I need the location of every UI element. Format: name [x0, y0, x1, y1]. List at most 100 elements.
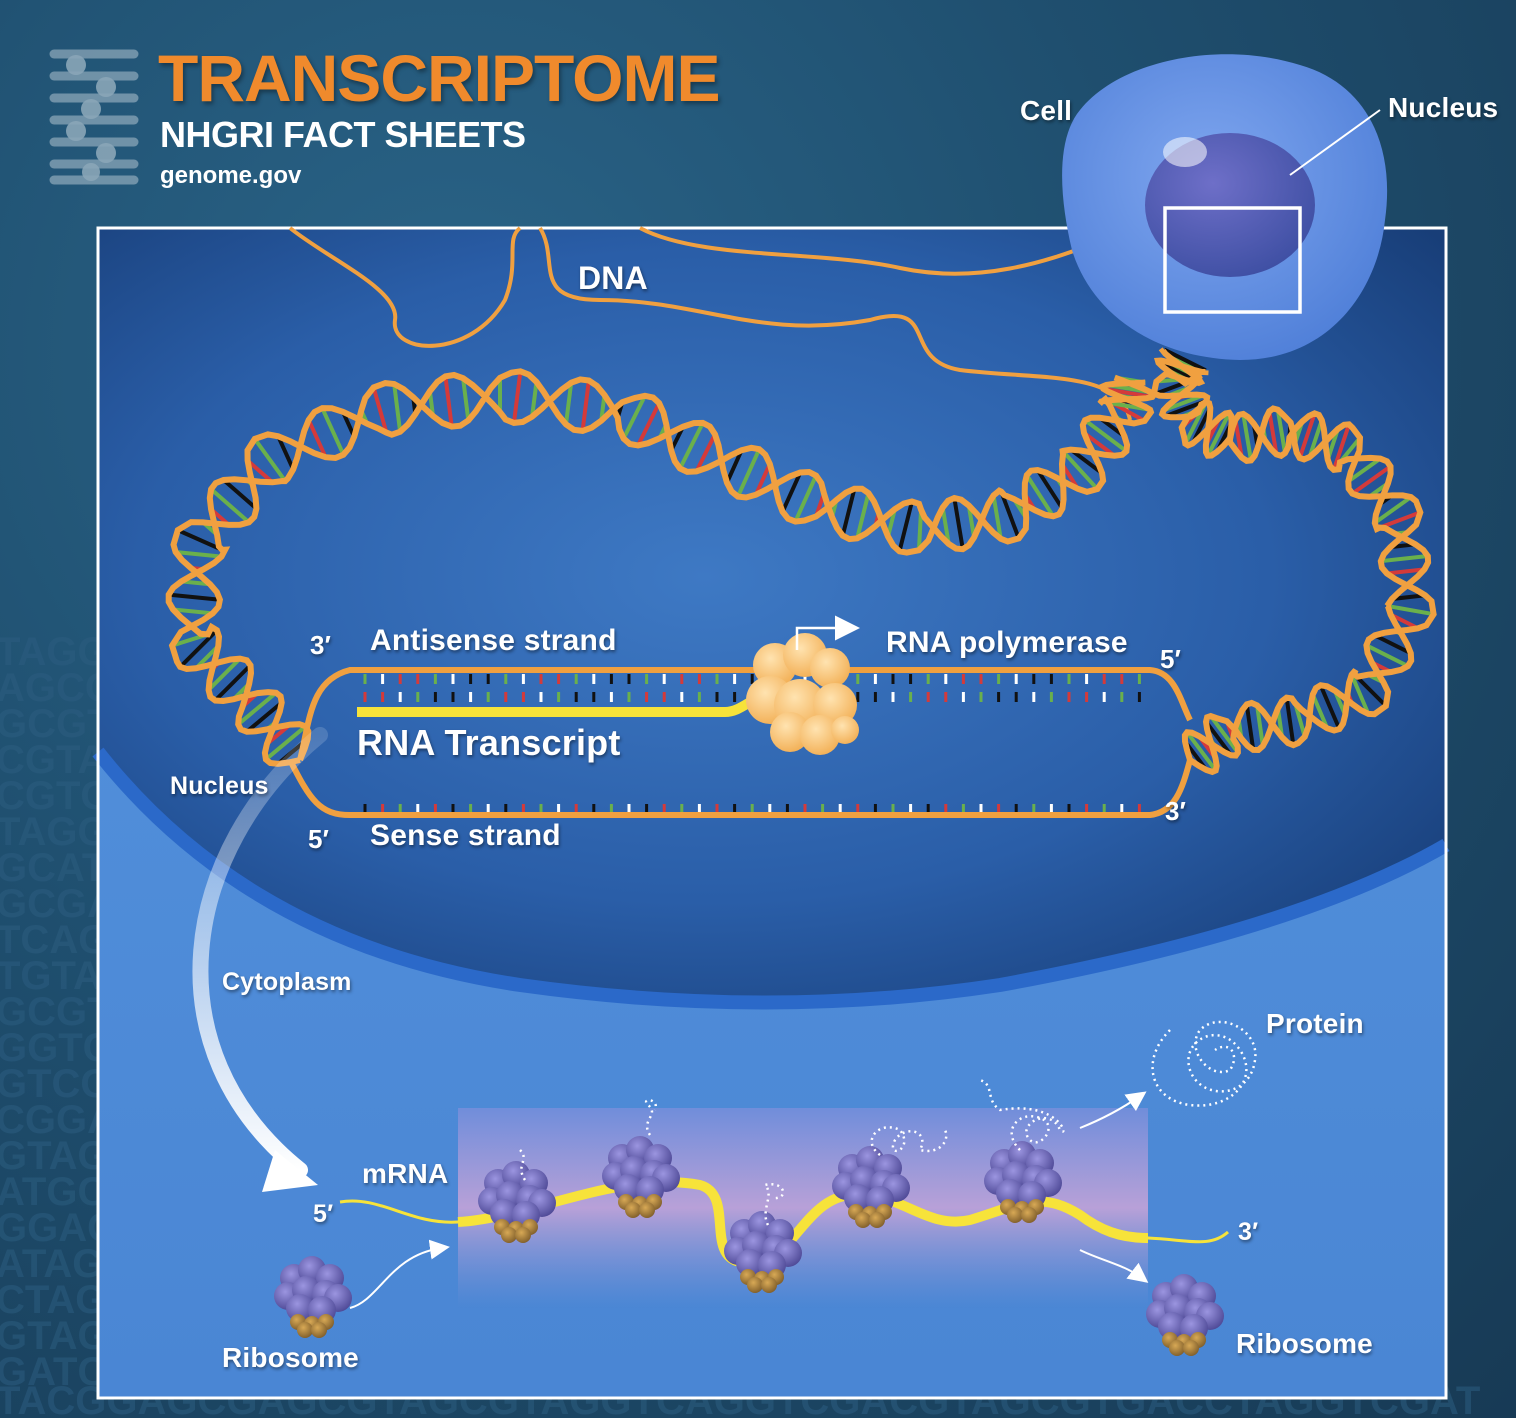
- base-pair: [1275, 409, 1288, 454]
- base-pair: [176, 528, 224, 552]
- base-pair: [991, 495, 1003, 540]
- ribosome: [1146, 1274, 1224, 1356]
- label-antisense-5: 5′: [1160, 644, 1182, 674]
- sense-bases: [363, 804, 1141, 812]
- base-pair: [264, 724, 307, 761]
- dna-loose-strand: [288, 226, 1132, 421]
- base-pair: [236, 691, 278, 726]
- base-pair: [178, 628, 219, 669]
- nuclear-envelope: [92, 747, 1450, 1010]
- base-pair: [1025, 474, 1055, 518]
- base-pair: [276, 435, 296, 471]
- base-pair: [1241, 413, 1253, 461]
- label-dna: DNA: [578, 260, 648, 296]
- base-pair: [1035, 468, 1065, 510]
- base-pair: [320, 407, 346, 456]
- base-pair: [966, 505, 977, 538]
- base-pair: [1365, 643, 1409, 668]
- base-pair: [580, 380, 591, 432]
- base-pair: [1386, 567, 1425, 576]
- base-pair: [392, 383, 403, 432]
- label-protein: Protein: [1266, 1008, 1364, 1039]
- ribosome-release-arrow: [1079, 1249, 1149, 1283]
- label-nucleus-top: Nucleus: [1388, 92, 1499, 123]
- page-subtitle: NHGRI FACT SHEETS: [160, 114, 526, 155]
- base-pair: [1162, 393, 1205, 413]
- base-pair: [621, 394, 647, 440]
- label-rna-polymerase: RNA polymerase: [886, 626, 1128, 659]
- base-pair: [1082, 431, 1116, 458]
- base-pair: [1373, 495, 1413, 525]
- base-pair: [952, 497, 965, 550]
- base-pair: [916, 509, 924, 551]
- base-pair: [222, 478, 258, 511]
- base-pair: [940, 507, 951, 545]
- base-pair: [443, 376, 454, 427]
- base-pair: [209, 487, 251, 524]
- export-arrow-head: [262, 1150, 318, 1192]
- base-pair: [694, 433, 717, 473]
- base-pair: [461, 377, 471, 421]
- base-pair: [245, 701, 283, 734]
- base-pair: [1204, 720, 1233, 757]
- base-pair: [1255, 705, 1265, 747]
- base-pair: [793, 474, 818, 523]
- export-arrow: [192, 727, 328, 1178]
- base-pair: [1083, 418, 1128, 453]
- base-pair: [1391, 593, 1426, 601]
- base-pair: [511, 371, 523, 424]
- antisense-strand: [297, 667, 1193, 761]
- base-pair: [678, 421, 705, 470]
- label-nucleus-left: Nucleus: [170, 772, 269, 800]
- ribosome: [832, 1146, 910, 1228]
- base-pair: [306, 419, 328, 459]
- nucleus-highlight: [1163, 137, 1207, 167]
- base-pair: [1351, 464, 1392, 496]
- label-mrna: mRNA: [362, 1158, 449, 1189]
- helix-right-backbone-a: [1153, 357, 1432, 776]
- base-pair: [1061, 449, 1099, 491]
- cell-nucleus: [1145, 133, 1315, 277]
- transcription-direction-arrow: [795, 615, 860, 650]
- rna-polymerase-complex: [746, 633, 859, 755]
- base-pair: [530, 381, 539, 417]
- ribosomes: [274, 1136, 1224, 1356]
- label-antisense-3: 3′: [310, 630, 332, 660]
- protein-chains: [519, 1020, 1257, 1226]
- ribosome: [478, 1161, 556, 1243]
- base-pair: [897, 501, 914, 552]
- base-pair: [253, 437, 287, 483]
- ribosome-entry-arrow: [349, 1239, 450, 1309]
- base-pair: [1347, 456, 1382, 484]
- base-pair: [999, 490, 1021, 540]
- base-pair: [1310, 693, 1330, 730]
- base-pair: [1379, 510, 1421, 530]
- sense-strand: [287, 758, 1193, 818]
- base-pair: [371, 386, 389, 434]
- base-pair: [1349, 673, 1371, 715]
- ribosome: [984, 1141, 1062, 1223]
- base-pair: [1331, 423, 1351, 471]
- base-pair: [736, 448, 762, 498]
- ribosome: [602, 1136, 680, 1218]
- base-pair: [780, 471, 803, 513]
- base-pair: [1307, 419, 1324, 458]
- base-pair: [1267, 410, 1279, 455]
- base-pair: [172, 607, 213, 616]
- base-pair: [1380, 553, 1428, 564]
- base-pair: [1318, 684, 1342, 730]
- translation-zone: [458, 1108, 1148, 1308]
- base-pair: [246, 459, 274, 484]
- base-pair: [213, 663, 252, 702]
- base-pair: [1297, 412, 1317, 459]
- ribosome: [274, 1256, 352, 1338]
- base-pair: [1352, 672, 1388, 708]
- panel-border: [96, 226, 1448, 1400]
- cell-inset: [1062, 54, 1388, 360]
- ribosome: [724, 1211, 802, 1293]
- base-pair: [1233, 419, 1244, 458]
- base-pair: [1209, 714, 1240, 754]
- base-pair: [1284, 697, 1296, 746]
- base-pair: [175, 549, 222, 559]
